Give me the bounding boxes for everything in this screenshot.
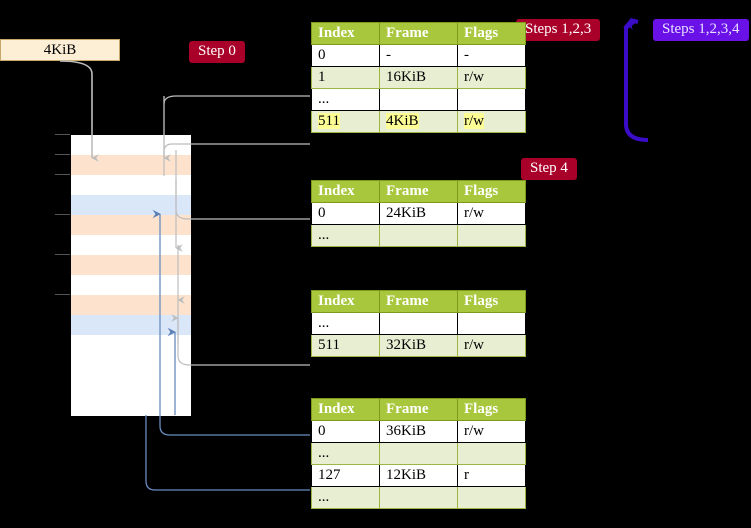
badge-steps-1234: Steps 1,2,3,4 <box>653 19 749 41</box>
column-header-frame: Frame <box>379 290 458 313</box>
table-row: ... <box>311 486 526 509</box>
table-cell-flags <box>457 88 526 111</box>
table-cell-flags <box>457 442 526 465</box>
table-cell-flags: r/w <box>457 202 526 225</box>
table-cell-frame <box>379 312 458 335</box>
table-cell-flags: r/w <box>457 66 526 89</box>
table-row: ... <box>311 312 526 335</box>
table-row: 0-- <box>311 44 526 67</box>
table-cell-flags <box>457 486 526 509</box>
badge-steps-123: Steps 1,2,3 <box>516 19 601 41</box>
column-header-index: Index <box>311 290 380 313</box>
memory-frame-white <box>71 275 191 297</box>
kib-frame-label: 4KiB <box>43 41 77 58</box>
table-cell-index: 511 <box>311 110 380 133</box>
column-header-index: Index <box>311 22 380 45</box>
table-cell-frame: 36KiB <box>379 420 458 443</box>
table-cell-flags <box>457 224 526 247</box>
table-cell-index: ... <box>311 442 380 465</box>
badge-steps-1234-label: Steps 1,2,3,4 <box>662 21 740 37</box>
memory-tick <box>55 214 70 215</box>
column-header-frame: Frame <box>379 180 458 203</box>
memory-frame-white <box>71 175 191 197</box>
badge-steps-123-label: Steps 1,2,3 <box>525 21 592 37</box>
badge-step-4: Step 4 <box>521 158 577 180</box>
column-header-frame: Frame <box>379 22 458 45</box>
memory-frame-peach <box>71 295 191 317</box>
table-cell-index: 1 <box>311 66 380 89</box>
memory-tick <box>55 174 70 175</box>
memory-tick <box>55 154 70 155</box>
memory-tick <box>55 134 70 135</box>
memory-frame-blue <box>71 315 191 337</box>
badge-step-0: Step 0 <box>189 41 245 63</box>
column-header-flags: Flags <box>457 398 526 421</box>
memory-frame-white <box>71 395 191 417</box>
table-cell-frame <box>379 224 458 247</box>
table-cell-flags: - <box>457 44 526 67</box>
column-header-index: Index <box>311 180 380 203</box>
badge-step-0-label: Step 0 <box>198 43 236 59</box>
memory-frame-white <box>71 135 191 157</box>
table-cell-frame: 4KiB <box>379 110 458 133</box>
memory-frame-peach <box>71 255 191 277</box>
table-cell-index: 0 <box>311 202 380 225</box>
table-cell-index: 127 <box>311 464 380 487</box>
column-header-flags: Flags <box>457 22 526 45</box>
table-cell-flags: r/w <box>457 420 526 443</box>
table-cell-frame <box>379 486 458 509</box>
memory-tick <box>55 294 70 295</box>
table-cell-index: ... <box>311 486 380 509</box>
table-cell-frame: 32KiB <box>379 334 458 357</box>
table-cell-flags: r/w <box>457 110 526 133</box>
table-cell-index: ... <box>311 224 380 247</box>
table-cell-index: 0 <box>311 44 380 67</box>
column-header-flags: Flags <box>457 180 526 203</box>
table-row: ... <box>311 224 526 247</box>
table-cell-index: 0 <box>311 420 380 443</box>
memory-frame-peach <box>71 215 191 237</box>
memory-frame-white <box>71 355 191 377</box>
table-cell-frame: 16KiB <box>379 66 458 89</box>
table-cell-frame <box>379 442 458 465</box>
badge-step-4-label: Step 4 <box>530 160 568 176</box>
memory-frame-white <box>71 335 191 357</box>
memory-frame-white <box>71 235 191 257</box>
column-header-flags: Flags <box>457 290 526 313</box>
table-cell-frame: - <box>379 44 458 67</box>
table-cell-flags: r/w <box>457 334 526 357</box>
table-cell-index: ... <box>311 312 380 335</box>
memory-frame-white <box>71 375 191 397</box>
memory-frame-peach <box>71 155 191 177</box>
column-header-frame: Frame <box>379 398 458 421</box>
kib-frame-box: 4KiB <box>0 39 120 61</box>
table-cell-index: 511 <box>311 334 380 357</box>
table-cell-frame: 12KiB <box>379 464 458 487</box>
table-row: ... <box>311 88 526 111</box>
table-cell-frame: 24KiB <box>379 202 458 225</box>
physical-memory-column <box>70 134 191 417</box>
column-header-index: Index <box>311 398 380 421</box>
table-cell-frame <box>379 88 458 111</box>
table-cell-index: ... <box>311 88 380 111</box>
table-cell-flags: r <box>457 464 526 487</box>
table-row: ... <box>311 442 526 465</box>
memory-frame-blue <box>71 195 191 217</box>
memory-tick <box>55 254 70 255</box>
table-cell-flags <box>457 312 526 335</box>
